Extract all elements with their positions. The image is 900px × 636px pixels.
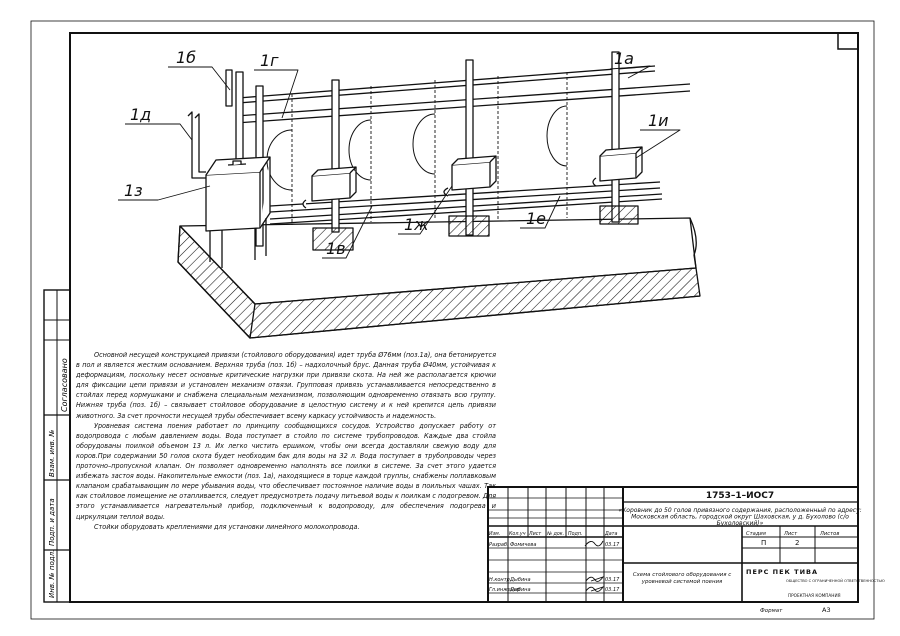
- hdr-data: Дата: [604, 531, 617, 537]
- label-1i: 1и: [648, 111, 669, 130]
- label-1d: 1д: [130, 105, 151, 124]
- row-chief-role: Гл.инженер: [489, 587, 520, 593]
- description-text: Основной несущей конструкцией привязи (с…: [76, 350, 496, 532]
- hdr-podp: Подп.: [568, 531, 583, 537]
- left-stamp: [43, 289, 71, 603]
- label-1a: 1а: [614, 49, 634, 68]
- top-rail: [235, 83, 691, 124]
- hdr-ndoc: № док.: [546, 531, 564, 537]
- water-tank: [205, 156, 271, 268]
- paragraph-1: Основной несущей конструкцией привязи (с…: [76, 350, 496, 420]
- sheet-value: 2: [795, 539, 799, 547]
- row-developer-name: Фомичева: [510, 542, 536, 548]
- row-chief-date: 03.17: [605, 587, 620, 593]
- stamp-label-replace-inv: Взам. инв. №: [48, 429, 56, 477]
- format-label: Формат: [760, 608, 783, 614]
- row-normcontrol-date: 03.17: [605, 577, 620, 583]
- leader-lines: [118, 65, 681, 259]
- stage-header: Стадия: [746, 531, 766, 537]
- label-1v: 1в: [326, 239, 346, 258]
- title-block: [487, 486, 859, 603]
- technical-drawing: [118, 51, 701, 339]
- row-normcontrol-name: Дыбина: [509, 577, 531, 583]
- label-1e: 1е: [526, 209, 546, 228]
- doc-object-title: «Коровник до 50 голов привязного содержа…: [618, 507, 861, 527]
- label-1g: 1г: [260, 51, 279, 70]
- company-name: ПРОЕКТНАЯ КОМПАНИЯ: [788, 593, 841, 598]
- company-desc: ОБЩЕСТВО С ОГРАНИЧЕННОЙ ОТВЕТСТВЕННОСТЬЮ: [786, 578, 885, 583]
- label-1zh: 1ж: [404, 215, 429, 234]
- row-chief-name: Дыбина: [509, 587, 531, 593]
- row-normcontrol-role: Н.контр.: [489, 577, 511, 583]
- drinker-bowls: [302, 146, 643, 209]
- stamp-label-inv-original: Инв. № подл.: [48, 550, 56, 598]
- label-1z: 1з: [124, 181, 143, 200]
- stage-value: П: [761, 539, 766, 547]
- sheets-header: Листов: [819, 531, 839, 537]
- hdr-izm: Изм.: [489, 531, 500, 537]
- paragraph-3: Стойки оборудовать креплениями для устан…: [94, 521, 360, 531]
- upper-pipe: [237, 65, 656, 104]
- doc-code: 1753–1–ИОС7: [706, 491, 774, 501]
- corner-box: [837, 32, 859, 50]
- row-developer-date: 03.17: [605, 542, 620, 548]
- stamp-label-sign-date: Подп. и дата: [48, 498, 56, 546]
- foundations: [312, 205, 639, 251]
- company-logo: ПЕРС ПЕК ТИВА: [746, 568, 818, 576]
- supply-pipe: [187, 111, 206, 179]
- stamp-label-agreed: Согласовано: [60, 358, 69, 412]
- hdr-koluch: Кол.уч: [509, 531, 526, 537]
- label-1b: 1б: [176, 48, 196, 67]
- paragraph-2: Уровневая система поения работает по при…: [76, 420, 496, 521]
- hdr-list: Лист: [528, 531, 541, 537]
- floor-slab: [177, 217, 701, 339]
- sheet-header: Лист: [783, 531, 798, 537]
- format-value: А3: [822, 606, 831, 614]
- row-developer-role: Разраб.: [489, 542, 509, 548]
- outer-frame: [30, 20, 875, 620]
